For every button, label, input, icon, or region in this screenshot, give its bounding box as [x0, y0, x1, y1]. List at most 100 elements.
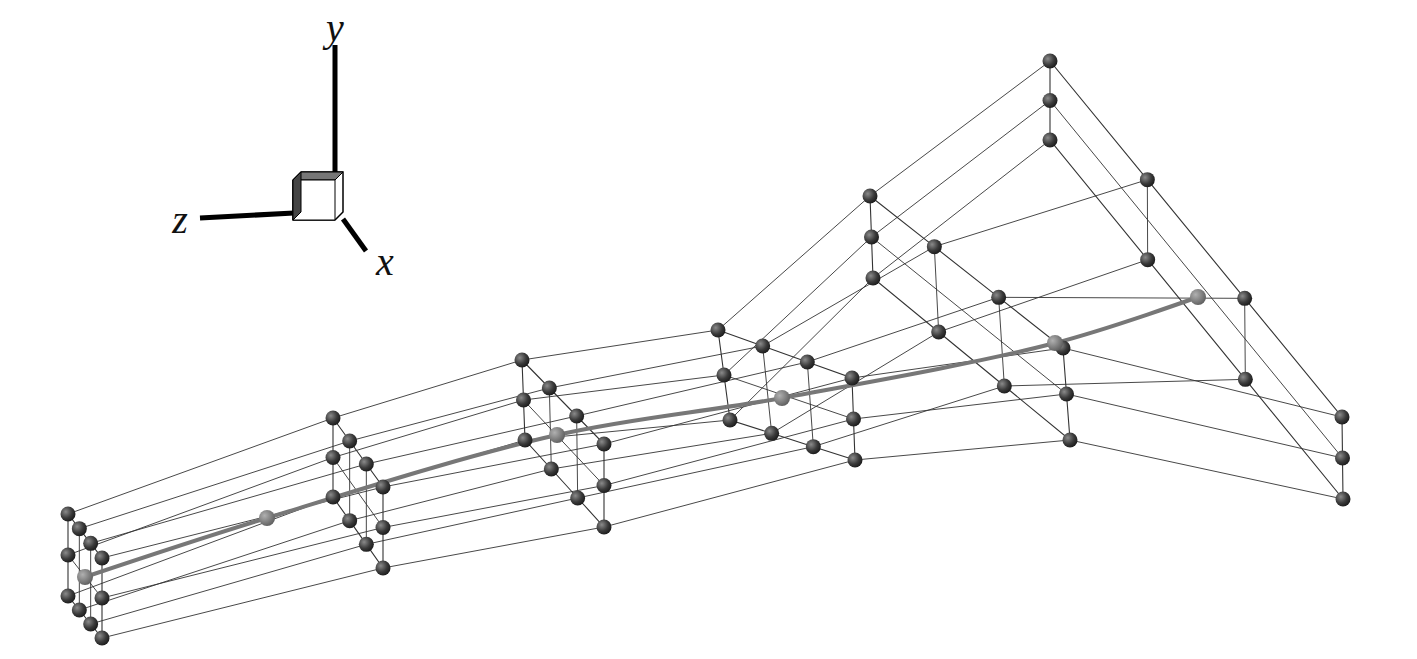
mesh-node: [597, 437, 612, 452]
section-grid-line: [724, 375, 854, 419]
longitudinal-line: [855, 440, 1070, 460]
centerline: [85, 297, 1198, 577]
longitudinal-line: [763, 247, 935, 346]
mesh-node: [326, 490, 341, 505]
longitudinal-line: [350, 469, 552, 521]
mesh-node: [1140, 172, 1155, 187]
axis-label: x: [376, 242, 394, 282]
longitudinal-line: [934, 180, 1147, 247]
longitudinal-line: [102, 487, 383, 558]
mesh-node: [845, 371, 860, 386]
longitudinal-line: [524, 375, 725, 400]
mesh-node: [518, 433, 533, 448]
axis-cube-side: [293, 172, 301, 220]
longitudinal-line: [68, 418, 333, 514]
longitudinal-line: [1004, 379, 1245, 386]
longitudinal-line: [604, 460, 855, 527]
mesh-node: [72, 521, 87, 536]
mesh-node: [864, 230, 879, 245]
longitudinal-line: [1063, 348, 1342, 417]
axis-line: [333, 45, 338, 176]
mesh-node: [83, 617, 98, 632]
centerline-node: [1047, 335, 1063, 351]
longitudinal-line: [870, 61, 1050, 196]
mesh-node: [991, 290, 1006, 305]
mesh-node: [1336, 492, 1351, 507]
mesh-node: [569, 409, 584, 424]
mesh-node: [359, 537, 374, 552]
axis-label: y: [326, 8, 344, 48]
mesh-node: [1043, 133, 1058, 148]
longitudinal-line: [79, 441, 349, 529]
mesh-node: [95, 631, 110, 646]
mesh-node: [516, 393, 531, 408]
mesh-node: [342, 434, 357, 449]
longitudinal-line: [772, 332, 939, 433]
mesh-node: [723, 413, 738, 428]
mesh-node: [542, 381, 557, 396]
longitudinal-line: [91, 544, 367, 624]
mesh-node: [597, 478, 612, 493]
longitudinal-line: [852, 348, 1063, 378]
mesh-node: [1063, 433, 1078, 448]
mesh-node: [846, 412, 861, 427]
centerline-node: [259, 510, 275, 526]
axis-label: z: [172, 200, 188, 240]
mesh-node: [61, 589, 76, 604]
mesh-node: [544, 462, 559, 477]
section-ring: [68, 514, 102, 638]
mesh-node: [848, 453, 863, 468]
mesh-node: [376, 480, 391, 495]
centerline-node: [774, 390, 790, 406]
longitudinal-line: [873, 140, 1050, 278]
mesh-node: [326, 450, 341, 465]
mesh-node: [1140, 252, 1155, 267]
mesh-node: [711, 323, 726, 338]
mesh-node: [717, 368, 732, 383]
section-ring: [1050, 61, 1343, 499]
longitudinal-line: [872, 101, 1051, 238]
mesh-node: [1043, 93, 1058, 108]
mesh-node: [95, 591, 110, 606]
longitudinal-line: [102, 528, 383, 599]
mesh-node: [597, 520, 612, 535]
axis-line: [343, 219, 366, 251]
longitudinal-line: [383, 486, 604, 528]
centerline-node: [77, 569, 93, 585]
longitudinal-line: [939, 260, 1148, 332]
mesh-node: [1059, 387, 1074, 402]
axis-triad: [200, 45, 366, 251]
mesh-node: [326, 411, 341, 426]
longitudinal-line: [551, 433, 771, 469]
mesh-node: [1335, 451, 1350, 466]
mesh-node: [764, 426, 779, 441]
mesh-node: [927, 239, 942, 254]
longitudinal-line: [549, 346, 762, 388]
mesh-node: [1237, 291, 1252, 306]
longitudinal-line: [522, 330, 718, 360]
mesh-node: [515, 353, 530, 368]
centerline-node: [549, 427, 565, 443]
longitudinal-line: [813, 386, 1004, 447]
mesh-node: [866, 271, 881, 286]
mesh-node: [83, 536, 98, 551]
mesh: [61, 54, 1351, 646]
longitudinal-line: [724, 237, 872, 375]
longitudinal-line: [807, 297, 998, 362]
mesh-node: [95, 551, 110, 566]
mesh-node: [997, 379, 1012, 394]
mesh-node: [931, 325, 946, 340]
longitudinal-line: [854, 394, 1067, 419]
mesh-node: [61, 507, 76, 522]
mesh-node: [806, 439, 821, 454]
longitudinal-line: [1070, 440, 1343, 499]
mesh-node: [359, 457, 374, 472]
section-grid-line: [1050, 101, 1343, 459]
longitudinal-line: [604, 378, 852, 444]
mesh-node: [72, 603, 87, 618]
mesh-node: [1043, 54, 1058, 69]
mesh-node: [863, 189, 878, 204]
section-ring: [870, 196, 1070, 440]
